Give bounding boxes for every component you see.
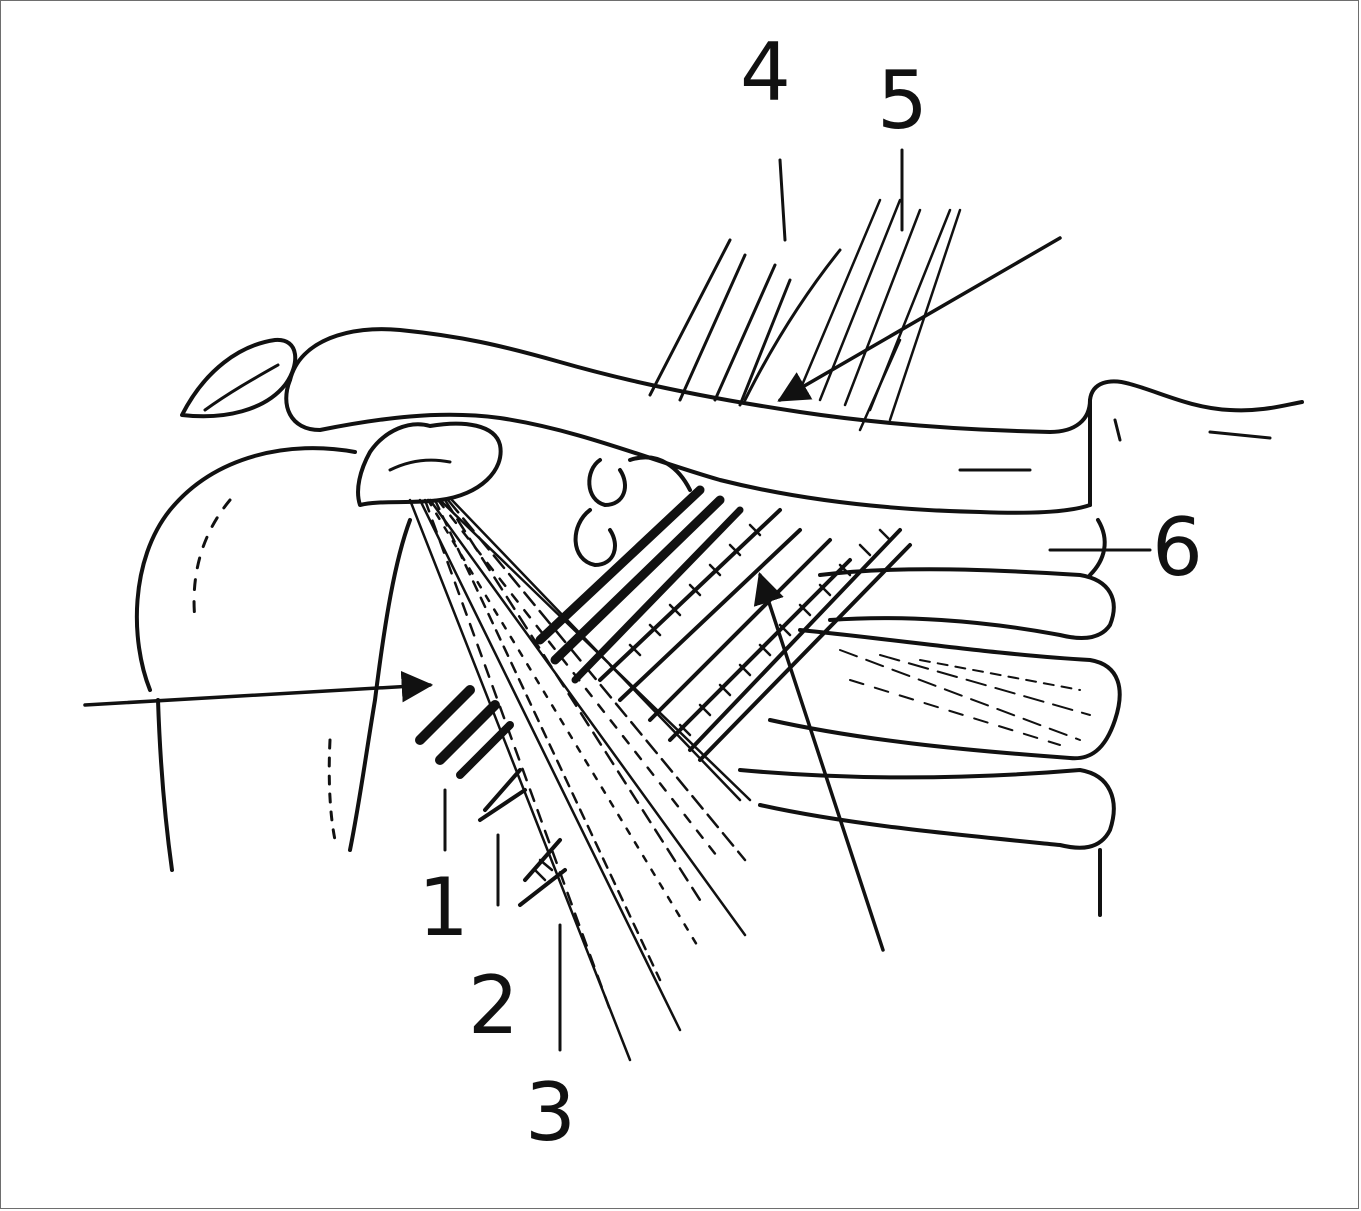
pectoralis-minor-muscle: [410, 498, 750, 1060]
arrow-upper-right: [780, 238, 1060, 400]
clavicle: [286, 329, 1302, 513]
label-4: 4: [740, 26, 791, 119]
label-2: 2: [468, 959, 519, 1052]
arrow-left: [85, 685, 430, 705]
ribs: [740, 520, 1120, 915]
leader-lines: [445, 150, 1150, 1050]
label-3: 3: [525, 1066, 576, 1159]
label-1: 1: [418, 861, 469, 954]
middle-scalene-muscle: [800, 200, 960, 430]
label-6: 6: [1152, 501, 1203, 594]
coracoid-process: [358, 424, 501, 505]
acromion: [182, 340, 295, 416]
subclavian-vessels: [540, 457, 740, 680]
humeral-head: [137, 448, 410, 870]
label-5: 5: [877, 54, 928, 147]
